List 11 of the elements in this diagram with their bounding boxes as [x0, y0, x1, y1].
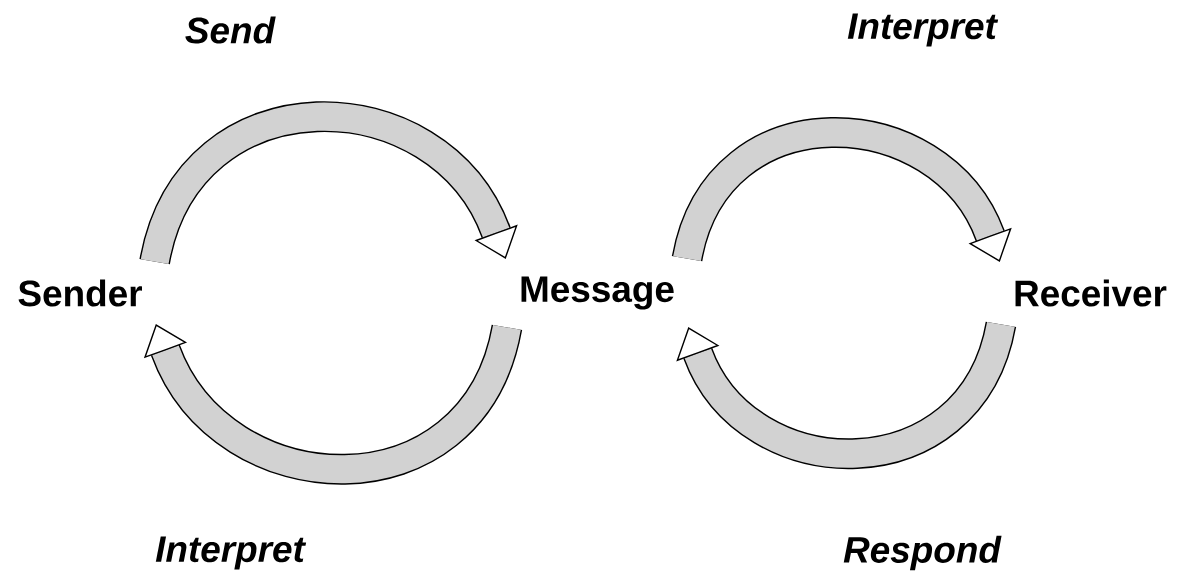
- node-label: Message: [521, 276, 674, 310]
- edge-label: Interpret: [155, 536, 307, 570]
- curved-arrow: [672, 117, 1012, 263]
- curved-arrow: [139, 101, 518, 266]
- edge-label: Interpret: [847, 13, 999, 47]
- curved-arrow: [143, 323, 522, 485]
- node-label: Receiver: [1015, 279, 1167, 307]
- node-label: Sender: [18, 279, 142, 307]
- edge-label: Send: [185, 16, 276, 44]
- curved-arrow: [676, 320, 1016, 469]
- edge-label: Respond: [843, 535, 1002, 571]
